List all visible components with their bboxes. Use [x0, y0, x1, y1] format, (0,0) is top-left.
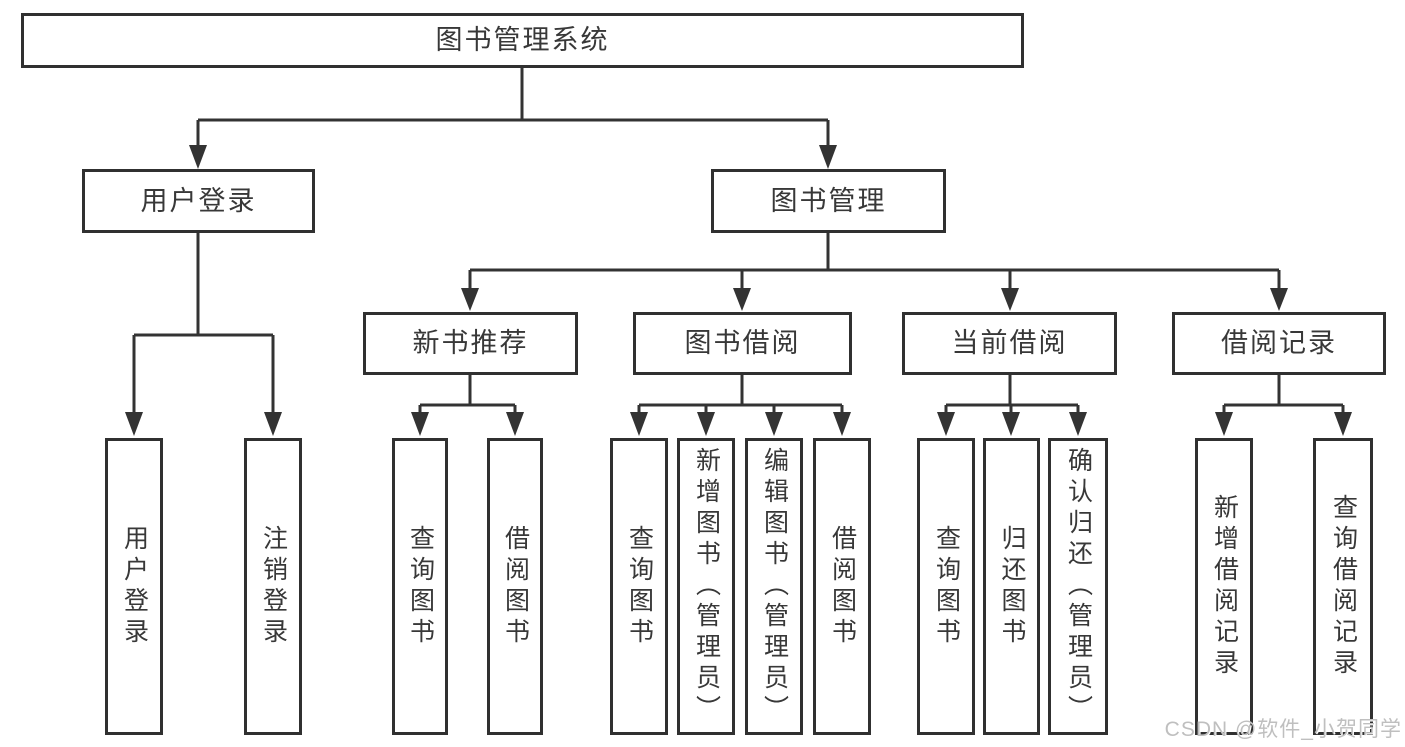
leaf-current-query-books: 查询图书	[917, 438, 975, 735]
node-book-borrow-label: 图书借阅	[684, 328, 801, 358]
leaf-add-borrow-record: 新增借阅记录	[1195, 438, 1253, 735]
node-new-book-recommend-label: 新书推荐	[412, 328, 529, 358]
leaf-confirm-return-admin-label: 确认归还（管理员）	[1064, 447, 1093, 726]
leaf-edit-books-admin: 编辑图书（管理员）	[745, 438, 803, 735]
leaf-borrow-books-label: 借阅图书	[828, 524, 857, 649]
arrowhead-icon	[1001, 288, 1019, 311]
leaf-recommend-query-books-label: 查询图书	[406, 524, 435, 649]
connector-root-split	[196, 68, 830, 147]
arrowhead-icon	[765, 412, 783, 436]
node-book-management-label: 图书管理	[770, 185, 887, 216]
leaf-logout-label: 注销登录	[259, 524, 288, 649]
node-root-label: 图书管理系统	[435, 25, 610, 55]
node-book-borrow: 图书借阅	[633, 312, 852, 375]
connector-current-split	[944, 375, 1080, 414]
connector-recommend-split	[418, 375, 517, 414]
arrowhead-icon	[125, 412, 143, 436]
node-user-login: 用户登录	[82, 169, 315, 233]
arrowhead-icon	[461, 288, 479, 311]
leaf-user-login-label: 用户登录	[120, 524, 149, 649]
leaf-query-borrow-record: 查询借阅记录	[1313, 438, 1373, 735]
leaf-return-books: 归还图书	[983, 438, 1040, 735]
leaf-edit-books-admin-label: 编辑图书（管理员）	[760, 447, 789, 726]
leaf-logout: 注销登录	[244, 438, 302, 735]
connector-management-split	[468, 233, 1281, 290]
arrowhead-icon	[411, 412, 429, 436]
leaf-add-borrow-record-label: 新增借阅记录	[1210, 493, 1239, 680]
arrowhead-icon	[1215, 412, 1233, 436]
node-user-login-label: 用户登录	[140, 185, 257, 216]
connector-borrow-split	[637, 375, 844, 414]
leaf-borrow-books: 借阅图书	[813, 438, 871, 735]
watermark: CSDN @软件_小贺同学	[1164, 718, 1402, 741]
arrowhead-icon	[733, 288, 751, 311]
node-current-borrow: 当前借阅	[902, 312, 1117, 375]
leaf-recommend-borrow-books: 借阅图书	[487, 438, 543, 735]
arrowhead-icon	[1069, 412, 1087, 436]
arrowhead-icon	[1002, 412, 1020, 436]
leaf-borrow-query-books-label: 查询图书	[625, 524, 654, 649]
leaf-borrow-query-books: 查询图书	[610, 438, 668, 735]
arrowhead-icon	[1334, 412, 1352, 436]
arrowhead-icon	[264, 412, 282, 436]
connector-login-split	[132, 233, 275, 414]
node-new-book-recommend: 新书推荐	[363, 312, 578, 375]
node-borrow-records-label: 借阅记录	[1221, 328, 1337, 358]
arrowhead-icon	[697, 412, 715, 436]
leaf-add-books-admin-label: 新增图书（管理员）	[692, 447, 721, 726]
leaf-return-books-label: 归还图书	[998, 524, 1026, 649]
node-root: 图书管理系统	[21, 13, 1024, 68]
node-borrow-records: 借阅记录	[1172, 312, 1386, 375]
arrowhead-icon	[819, 145, 837, 169]
leaf-query-borrow-record-label: 查询借阅记录	[1329, 493, 1358, 680]
arrowhead-icon	[506, 412, 524, 436]
node-book-management: 图书管理	[711, 169, 946, 233]
leaf-add-books-admin: 新增图书（管理员）	[677, 438, 735, 735]
leaf-confirm-return-admin: 确认归还（管理员）	[1048, 438, 1108, 735]
leaf-user-login: 用户登录	[105, 438, 163, 735]
connector-records-split	[1222, 375, 1345, 414]
leaf-current-query-books-label: 查询图书	[932, 524, 961, 649]
arrowhead-icon	[630, 412, 648, 436]
arrowhead-icon	[1270, 288, 1288, 311]
arrowhead-icon	[833, 412, 851, 436]
leaf-recommend-borrow-books-label: 借阅图书	[501, 524, 530, 649]
leaf-recommend-query-books: 查询图书	[392, 438, 448, 735]
node-current-borrow-label: 当前借阅	[951, 328, 1068, 358]
arrowhead-icon	[189, 145, 207, 169]
arrowhead-icon	[937, 412, 955, 436]
